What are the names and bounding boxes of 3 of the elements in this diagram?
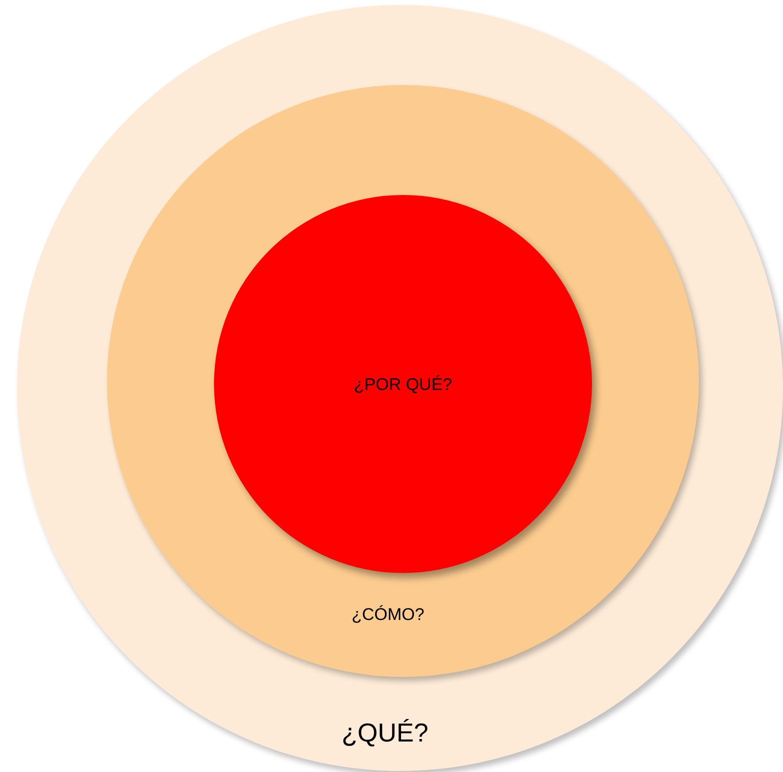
- circle-label: ¿QUÉ?: [342, 718, 428, 748]
- circle-label: ¿CÓMO?: [352, 605, 424, 625]
- circle-label: ¿POR QUÉ?: [354, 375, 452, 395]
